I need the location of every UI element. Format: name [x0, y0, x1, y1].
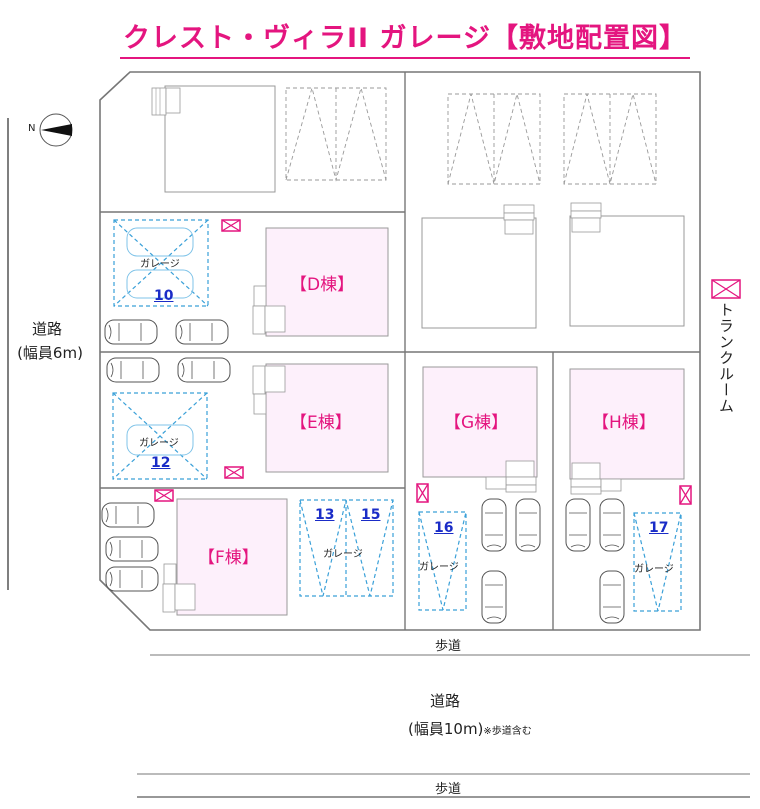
- building-f-label: 【F棟】: [198, 548, 259, 568]
- garage-17-label: ガレージ: [634, 564, 674, 575]
- building-g: [422, 366, 538, 478]
- title-underline: [120, 57, 690, 59]
- garage-10-number[interactable]: 10: [154, 288, 174, 304]
- garage-10-label: ガレージ: [140, 259, 180, 270]
- north-arrow-icon: [39, 113, 73, 147]
- garage-15-number[interactable]: 15: [361, 507, 381, 523]
- building-g-label: 【G棟】: [444, 413, 509, 433]
- garage-13-number[interactable]: 13: [315, 507, 335, 523]
- sidewalk-bottom-label: 歩道: [435, 782, 462, 797]
- south-road-note: ※歩道含む: [483, 726, 532, 737]
- south-road-name: 道路: [430, 692, 461, 710]
- garage-16-label: ガレージ: [419, 562, 459, 573]
- trunk-room-icon: [711, 279, 741, 299]
- south-road-width: (幅員10m): [408, 720, 484, 738]
- garage-12-label: ガレージ: [139, 438, 179, 449]
- trunk-room-label: トランクルーム: [717, 302, 735, 414]
- page-title: クレスト・ヴィラII ガレージ【敷地配置図】: [123, 23, 687, 54]
- building-d: [265, 227, 389, 337]
- building-h: [569, 368, 685, 480]
- garage-12-number[interactable]: 12: [151, 455, 171, 471]
- garage-13-15-label: ガレージ: [323, 549, 363, 560]
- garage-17-number[interactable]: 17: [649, 520, 669, 536]
- lot-boundary: [99, 71, 701, 631]
- compass-label: N: [28, 123, 36, 134]
- sidewalk-top-label: 歩道: [435, 639, 462, 654]
- building-d-label: 【D棟】: [290, 275, 355, 295]
- west-road-name: 道路: [31, 320, 62, 338]
- building-e-label: 【E棟】: [290, 413, 352, 433]
- south-road-width-wrap: (幅員10m)※歩道含む: [408, 718, 532, 743]
- garage-16-number[interactable]: 16: [434, 520, 454, 536]
- west-road-width: (幅員6m): [17, 344, 83, 362]
- building-h-label: 【H棟】: [592, 413, 656, 433]
- building-e: [265, 363, 389, 473]
